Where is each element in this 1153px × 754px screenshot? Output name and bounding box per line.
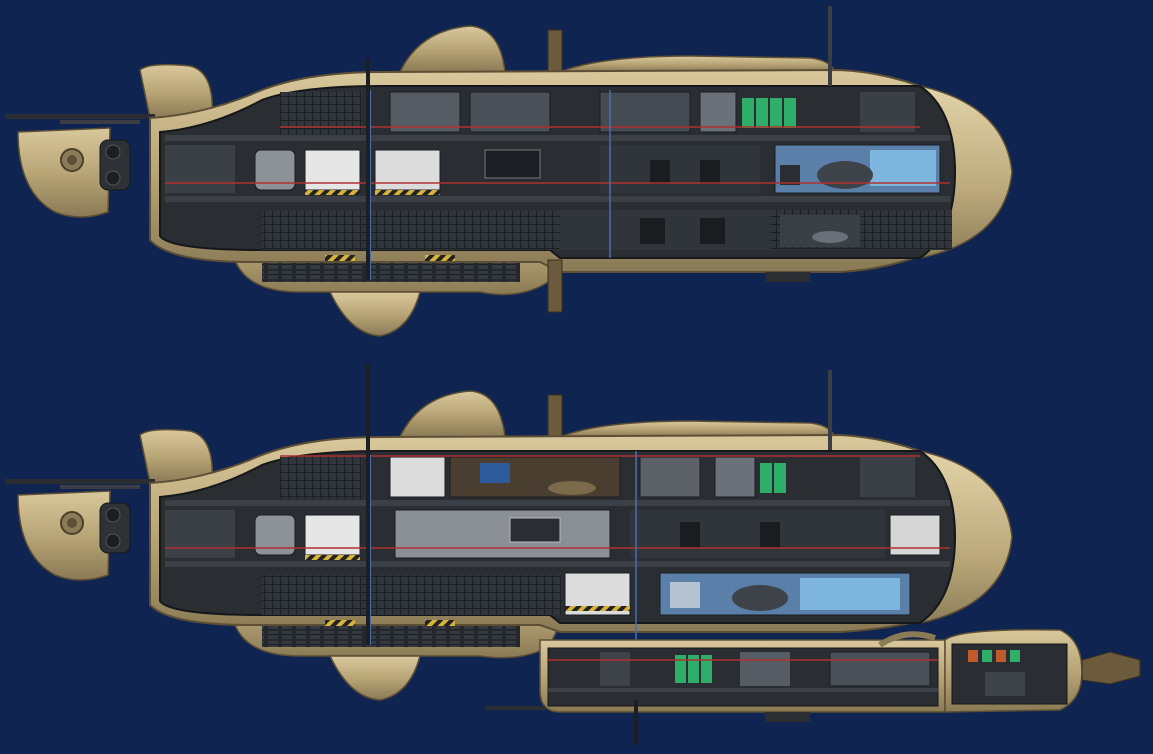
periscope-mast: [828, 6, 832, 86]
propeller-housing: [99, 502, 131, 554]
green-lockers: [760, 463, 786, 493]
command-room: [774, 144, 941, 194]
propeller-housing: [99, 139, 131, 191]
docking-shuttle: [878, 628, 1141, 713]
main-mast: [366, 363, 370, 645]
interior-cutaway: [159, 450, 957, 745]
interior-cutaway: [159, 85, 957, 280]
rear-fin-lower: [17, 490, 111, 581]
lower-extension-deck: [539, 639, 946, 722]
green-lockers: [742, 98, 796, 128]
green-lockers: [675, 655, 712, 683]
conning-tower: [398, 390, 837, 440]
command-room: [659, 572, 911, 616]
conning-tower: [398, 25, 837, 75]
rear-fin-lower: [17, 127, 111, 218]
main-mast: [366, 58, 370, 280]
periscope-mast: [828, 370, 832, 450]
rear-antenna: [5, 479, 155, 484]
rear-antenna: [5, 114, 155, 119]
submarine-extended: [5, 363, 1141, 745]
submarine-base: [5, 6, 1013, 337]
